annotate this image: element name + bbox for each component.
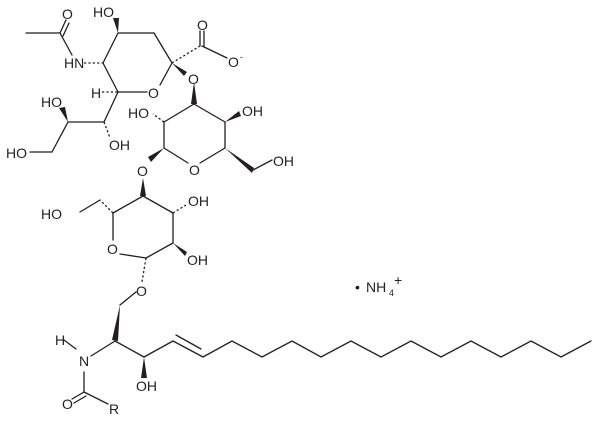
atom-label: O — [228, 54, 239, 70]
atom-label: OH — [109, 137, 130, 153]
counterion-label: NH — [366, 279, 386, 295]
atom-label: OH — [188, 193, 209, 209]
atom-label: H — [91, 85, 101, 101]
atom-label: O — [148, 85, 159, 101]
atom-label: HO — [6, 145, 27, 161]
glucose-ring — [79, 178, 187, 283]
atom-label: O — [197, 17, 208, 33]
atom-label: OH — [273, 153, 294, 169]
ceramide-chain — [63, 291, 592, 405]
atom-label: O — [136, 283, 147, 299]
atom-label: HO — [93, 4, 114, 20]
counterion-dot: • — [355, 279, 360, 295]
atom-label: O — [137, 163, 148, 179]
atom-label: H — [55, 332, 65, 348]
atom-label: N — [79, 353, 89, 369]
atom-label: OH — [187, 252, 208, 268]
galactose-ring — [148, 82, 273, 173]
atom-label: HO — [41, 206, 62, 222]
sialic-acid-ring — [25, 18, 228, 153]
atom-label: HO — [41, 94, 62, 110]
atom-label: O — [188, 71, 199, 87]
atom-label: OH — [242, 103, 263, 119]
counterion-subscript: 4 — [389, 288, 394, 298]
atom-label: O — [62, 6, 73, 22]
atom-label: O — [62, 396, 73, 412]
atom-label: HN — [64, 55, 84, 71]
atom-label: R — [109, 401, 119, 417]
atom-label: O — [189, 162, 200, 178]
atom-label: O — [107, 241, 118, 257]
atom-label: OH — [136, 378, 157, 394]
charge-label: - — [240, 52, 243, 62]
counterion-charge: + — [394, 272, 402, 288]
atom-label: HO — [128, 105, 149, 121]
